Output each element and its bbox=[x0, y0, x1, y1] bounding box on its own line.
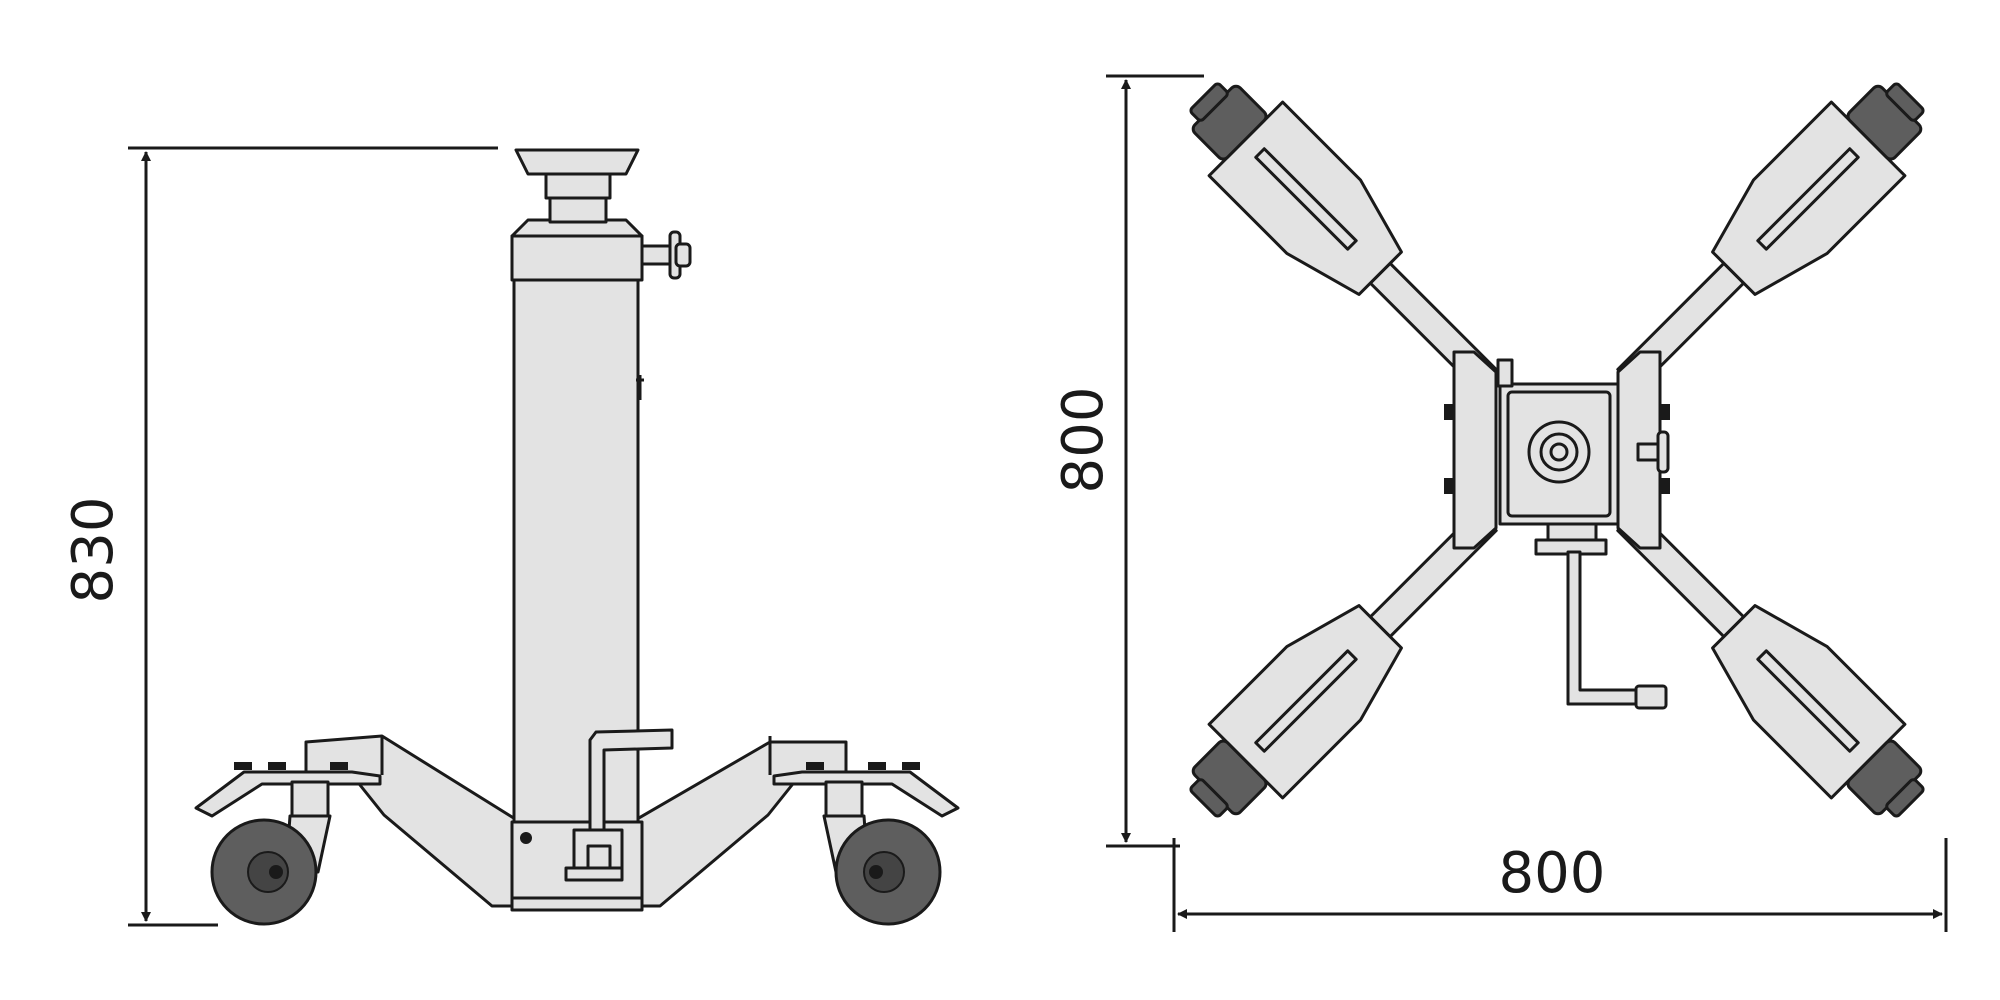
arm-top-left-pad-tip bbox=[1189, 82, 1229, 122]
top-valve-stem bbox=[1636, 442, 1660, 462]
valve-knob-cap bbox=[674, 242, 692, 268]
pump-handle-grip bbox=[1634, 684, 1668, 710]
left-caster bbox=[194, 762, 382, 926]
foot-pedal-lever bbox=[588, 728, 674, 832]
column-head-chamfer bbox=[510, 218, 644, 238]
arm-bottom-left-pad-tip bbox=[1189, 778, 1229, 818]
right-wheel-hub bbox=[863, 851, 905, 893]
arm-bottom-right-pad-tip bbox=[1885, 778, 1925, 818]
left-caster-bolt-3 bbox=[330, 762, 348, 770]
left-wheel-axle bbox=[269, 865, 283, 879]
left-caster-swivel bbox=[290, 780, 330, 820]
arm-top-right-slot bbox=[1756, 147, 1860, 251]
right-caster-bolt-2 bbox=[868, 762, 886, 770]
left-arm-bracket bbox=[1452, 350, 1498, 550]
top-valve-knob-icon bbox=[1656, 430, 1670, 474]
right-caster bbox=[772, 762, 960, 926]
right-caster-plate bbox=[772, 770, 960, 818]
left-bracket-bolt-2 bbox=[1444, 478, 1454, 494]
right-caster-swivel bbox=[824, 780, 864, 820]
ram-lower bbox=[548, 194, 608, 224]
base-bolt bbox=[520, 832, 532, 844]
arm-bottom-right-slot bbox=[1756, 649, 1860, 753]
height-dimension-label: 830 bbox=[61, 497, 126, 604]
left-caster-bolt-1 bbox=[234, 762, 252, 770]
depth-dimension-label: 800 bbox=[1051, 387, 1116, 494]
valve-stem bbox=[640, 244, 674, 266]
ram-center bbox=[1549, 442, 1569, 462]
left-wheel-hub bbox=[247, 851, 289, 893]
base-plate bbox=[510, 896, 644, 912]
lifting-saddle bbox=[514, 148, 640, 176]
right-wheel-axle bbox=[869, 865, 883, 879]
pump-handle-icon bbox=[1566, 550, 1662, 706]
right-caster-bolt-1 bbox=[902, 762, 920, 770]
left-base-leg bbox=[304, 734, 522, 908]
arm-top-right bbox=[1616, 82, 1925, 391]
column-head bbox=[510, 234, 644, 282]
left-caster-plate bbox=[194, 770, 382, 818]
right-bracket-bolt-1 bbox=[1660, 404, 1670, 420]
top-view: 800 800 bbox=[1051, 74, 1948, 932]
left-bracket-bolt-1 bbox=[1444, 404, 1454, 420]
ram-upper bbox=[544, 172, 612, 200]
side-view: 830 bbox=[61, 146, 960, 927]
right-bracket-bolt-2 bbox=[1660, 478, 1670, 494]
left-caster-bolt-2 bbox=[268, 762, 286, 770]
pump-foot bbox=[564, 866, 624, 882]
arm-bottom-right bbox=[1616, 509, 1925, 818]
arm-top-right-pad-tip bbox=[1885, 82, 1925, 122]
arm-top-left-slot bbox=[1254, 147, 1358, 251]
top-fitting bbox=[1496, 358, 1514, 388]
arm-bottom-left-slot bbox=[1254, 649, 1358, 753]
width-dimension-label: 800 bbox=[1499, 841, 1606, 906]
right-caster-bolt-3 bbox=[806, 762, 824, 770]
